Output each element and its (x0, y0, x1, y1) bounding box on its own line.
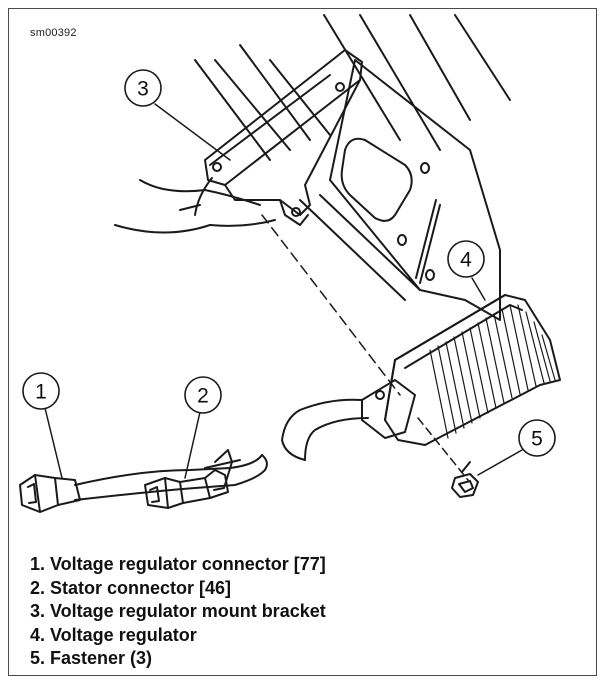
stator-connector (144, 449, 241, 509)
regulator-cable (281, 398, 369, 461)
callout-circle-1 (22, 372, 60, 410)
parts-legend: 1. Voltage regulator connector [77] 2. S… (30, 553, 326, 671)
callout-circle-3 (124, 69, 162, 107)
frame-rail (114, 179, 276, 234)
figure-id: sm00392 (30, 27, 77, 39)
legend-item: 3. Voltage regulator mount bracket (30, 601, 326, 621)
callout-leaders (44, 103, 523, 479)
mount-bracket (179, 49, 363, 226)
fastener (451, 461, 479, 498)
legend-item: 1. Voltage regulator connector [77] (30, 554, 326, 574)
callout-circle-4 (447, 240, 485, 278)
legend-item: 4. Voltage regulator (30, 624, 197, 645)
fastener-alignment-line (417, 417, 469, 481)
callout-number-3: 3 (137, 78, 149, 101)
callout-circle-2 (184, 376, 222, 414)
legend-item: 2. Stator connector [46] (30, 577, 232, 598)
legend-item: 5. Fastener (3) (30, 648, 153, 668)
figure-frame (8, 8, 597, 676)
voltage-regulator (361, 294, 561, 446)
wire-harness (74, 454, 268, 501)
voltage-regulator-connector (19, 474, 81, 513)
alignment-line (261, 214, 401, 396)
callout-number-5: 5 (531, 428, 543, 451)
callout-number-4: 4 (460, 249, 472, 272)
callout-number-2: 2 (197, 385, 209, 408)
frame-plate (329, 59, 501, 321)
callout-number-1: 1 (35, 381, 47, 404)
callout-circle-5 (518, 419, 556, 457)
